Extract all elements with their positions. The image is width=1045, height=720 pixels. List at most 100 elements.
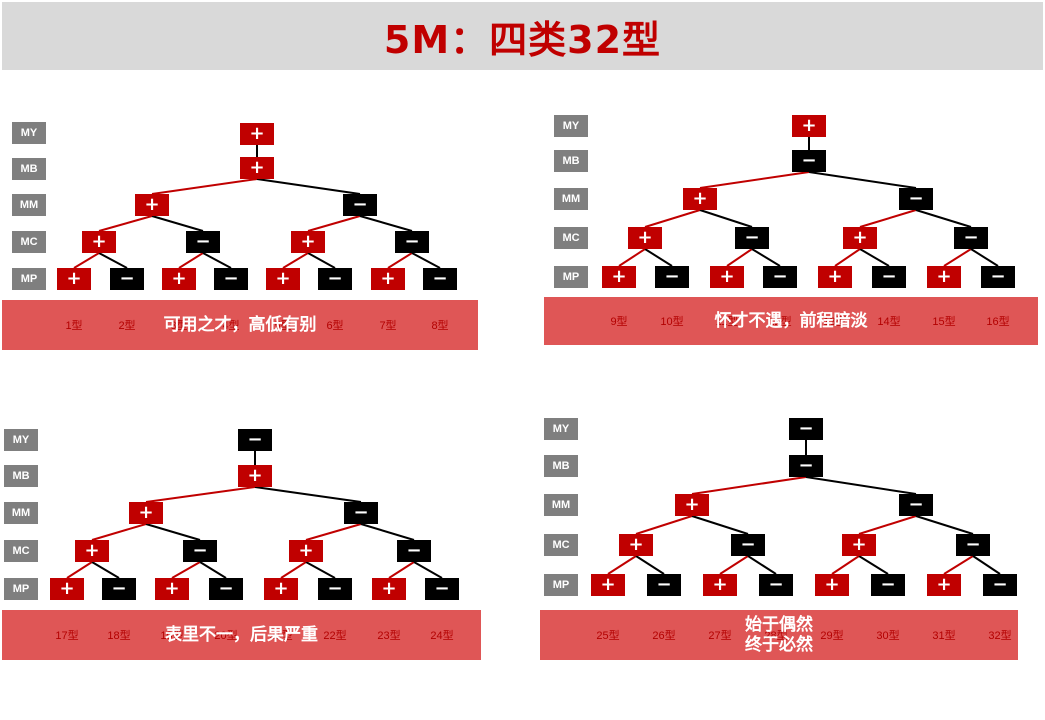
connector-mm-mc-minus	[691, 515, 749, 535]
node-mb: +	[240, 157, 274, 179]
node-mp: −	[318, 268, 352, 290]
node-mc: −	[183, 540, 217, 562]
connector-mm-mc-plus	[307, 215, 361, 232]
connector-mc-mp-plus	[943, 555, 974, 575]
connector-mb-mm-minus	[808, 171, 917, 189]
connector-mc-mp-plus	[171, 561, 201, 579]
node-mc: −	[395, 231, 429, 253]
node-mm: +	[129, 502, 163, 524]
node-mp: −	[871, 574, 905, 596]
type-label: 11型	[715, 316, 739, 328]
level-label-mc: MC	[12, 231, 46, 253]
type-label: 2型	[118, 320, 136, 332]
node-mp: −	[981, 266, 1015, 288]
connector-mc-mp-plus	[726, 248, 753, 267]
node-my: −	[238, 429, 272, 451]
connector-mc-mp-plus	[388, 561, 415, 579]
level-label-mc: MC	[4, 540, 38, 562]
type-label: 3型	[170, 320, 188, 332]
connector-mc-mp-minus	[858, 555, 889, 575]
connector-mm-mc-minus	[699, 209, 753, 228]
tree-connectors	[73, 145, 441, 269]
type-label: 22型	[323, 630, 347, 642]
level-label-mm: MM	[12, 194, 46, 216]
connector-mc-mp-minus	[91, 561, 120, 579]
node-mb: +	[238, 465, 272, 487]
connector-mb-mm-minus	[256, 178, 361, 195]
node-mp: +	[602, 266, 636, 288]
node-mp: +	[162, 268, 196, 290]
level-label-mp: MP	[554, 266, 588, 288]
type-label: 13型	[823, 316, 847, 328]
connector-mb-mm-plus	[151, 178, 258, 195]
connector-mc-mp-minus	[747, 555, 777, 575]
type-label: 8型	[431, 320, 449, 332]
connector-mc-mp-minus	[411, 252, 441, 269]
connector-mc-mp-plus	[387, 252, 413, 269]
page-title: 5M：四类32型	[383, 17, 662, 62]
node-mp: −	[318, 578, 352, 600]
type-label: 4型	[222, 320, 240, 332]
node-mm: −	[343, 194, 377, 216]
connector-mc-mp-plus	[178, 252, 204, 269]
node-mc: −	[397, 540, 431, 562]
node-mc: +	[843, 227, 877, 249]
node-mm: −	[344, 502, 378, 524]
type-label: 1型	[65, 320, 83, 332]
title-bar: 5M：四类32型	[2, 2, 1043, 70]
connector-mc-mp-plus	[607, 555, 637, 575]
type-label: 5型	[274, 320, 292, 332]
connector-mm-mc-minus	[359, 215, 413, 232]
connector-mc-mp-minus	[635, 555, 665, 575]
quadrant-caption: 怀才不遇，前程暗淡	[714, 311, 868, 331]
node-mp: −	[983, 574, 1017, 596]
level-label-mb: MB	[4, 465, 38, 487]
node-mp: +	[50, 578, 84, 600]
connector-mc-mp-minus	[98, 252, 128, 269]
connector-mm-mc-minus	[151, 215, 204, 232]
node-mc: −	[954, 227, 988, 249]
type-label: 20型	[214, 630, 238, 642]
node-mp: −	[872, 266, 906, 288]
level-label-mc: MC	[554, 227, 588, 249]
level-label-mm: MM	[544, 494, 578, 516]
type-label: 27型	[708, 630, 732, 642]
type-label: 14型	[877, 316, 901, 328]
node-mc: −	[186, 231, 220, 253]
node-mp: −	[423, 268, 457, 290]
connector-mm-mc-minus	[145, 523, 201, 541]
quadrant-caption: 始于偶然 终于必然	[745, 615, 813, 655]
type-label: 28型	[764, 630, 788, 642]
node-my: +	[240, 123, 274, 145]
node-mp: +	[710, 266, 744, 288]
node-mp: +	[371, 268, 405, 290]
node-my: +	[792, 115, 826, 137]
level-label-mp: MP	[4, 578, 38, 600]
connector-mb-mm-plus	[691, 476, 807, 495]
connector-mm-mc-plus	[305, 523, 362, 541]
connector-mb-mm-plus	[699, 171, 810, 189]
level-label-mp: MP	[12, 268, 46, 290]
type-label: 15型	[932, 316, 956, 328]
node-mm: −	[899, 188, 933, 210]
connector-mc-mp-plus	[282, 252, 309, 269]
connector-mm-mc-minus	[915, 515, 974, 535]
connector-mc-mp-plus	[280, 561, 307, 579]
connector-mc-mp-minus	[307, 252, 336, 269]
level-label-mp: MP	[544, 574, 578, 596]
connector-mc-mp-minus	[202, 252, 232, 269]
node-mp: +	[703, 574, 737, 596]
node-mm: +	[135, 194, 169, 216]
node-mc: +	[82, 231, 116, 253]
node-mc: +	[628, 227, 662, 249]
node-mp: +	[591, 574, 625, 596]
connector-mm-mc-plus	[858, 515, 917, 535]
node-mm: −	[899, 494, 933, 516]
type-label: 31型	[932, 630, 956, 642]
type-label: 12型	[768, 316, 792, 328]
